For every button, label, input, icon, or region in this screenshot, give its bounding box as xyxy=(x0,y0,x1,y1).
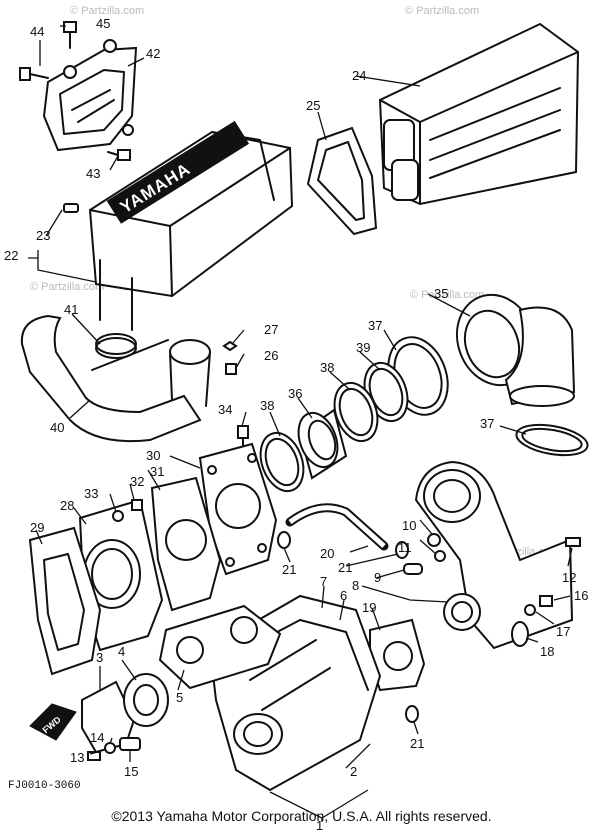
callout-1: 1 xyxy=(316,818,323,833)
callout-28: 28 xyxy=(60,498,74,513)
part-outlet-elbow xyxy=(414,460,574,650)
washer-11 xyxy=(434,550,446,562)
clamp-38-lower xyxy=(259,431,305,493)
callout-21: 21 xyxy=(338,560,352,575)
fitting-15 xyxy=(119,737,141,751)
bolt-13 xyxy=(87,751,101,761)
callout-20: 20 xyxy=(320,546,334,561)
callout-35: 35 xyxy=(434,286,448,301)
bolt-32 xyxy=(131,499,143,511)
bolt-45 xyxy=(63,21,77,49)
washer-14 xyxy=(104,742,116,754)
part-gasket-25 xyxy=(306,126,378,236)
callout-3: 3 xyxy=(96,650,103,665)
callout-25: 25 xyxy=(306,98,320,113)
clamp-21-c xyxy=(405,705,419,723)
callout-12: 12 xyxy=(562,570,576,585)
callout-27: 27 xyxy=(264,322,278,337)
callout-2: 2 xyxy=(350,764,357,779)
nut-27 xyxy=(222,340,238,352)
callout-43: 43 xyxy=(86,166,100,181)
copyright-notice: ©2013 Yamaha Motor Corporation, U.S.A. A… xyxy=(111,808,492,824)
part-bracket-42 xyxy=(42,39,138,152)
watermark: © Partzilla.com xyxy=(30,281,104,293)
part-plate-30 xyxy=(198,442,278,576)
pipe-9 xyxy=(403,563,423,575)
part-silencer-22: YAMAHA xyxy=(88,120,294,331)
callout-33: 33 xyxy=(84,486,98,501)
part-gasket-29 xyxy=(28,526,102,676)
callout-21: 21 xyxy=(410,736,424,751)
joint-36 xyxy=(297,408,348,480)
callout-15: 15 xyxy=(124,764,138,779)
callout-19: 19 xyxy=(362,600,376,615)
bolt-12 xyxy=(565,537,581,547)
washer-33 xyxy=(112,510,124,522)
callout-6: 6 xyxy=(340,588,347,603)
callout-37: 37 xyxy=(368,318,382,333)
part-hose-40 xyxy=(20,314,211,443)
callout-11: 11 xyxy=(398,540,412,555)
callout-38: 38 xyxy=(320,360,334,375)
bolt-16 xyxy=(539,595,553,607)
part-muffler-24 xyxy=(378,22,580,206)
callout-16: 16 xyxy=(574,588,588,603)
callout-22: 22 xyxy=(4,248,18,263)
callout-7: 7 xyxy=(320,574,327,589)
callout-5: 5 xyxy=(176,690,183,705)
callout-4: 4 xyxy=(118,644,125,659)
callout-32: 32 xyxy=(130,474,144,489)
part-gasket-4 xyxy=(123,673,169,727)
bolt-43 xyxy=(107,149,131,161)
pin-23 xyxy=(63,203,79,213)
part-hose-20 xyxy=(285,503,389,551)
nut-10 xyxy=(427,533,441,547)
diagram-code: FJ0010-3060 xyxy=(8,780,81,792)
watermark: © Partzilla.com xyxy=(410,289,484,301)
callout-13: 13 xyxy=(70,750,84,765)
callout-26: 26 xyxy=(264,348,278,363)
callout-23: 23 xyxy=(36,228,50,243)
callout-9: 9 xyxy=(374,570,381,585)
watermark: © Partzilla.com xyxy=(405,5,479,17)
callout-40: 40 xyxy=(50,420,64,435)
callout-24: 24 xyxy=(352,68,366,83)
part-elbow-35 xyxy=(455,293,576,407)
callout-29: 29 xyxy=(30,520,44,535)
callout-42: 42 xyxy=(146,46,160,61)
washer-17 xyxy=(524,604,536,616)
callout-39: 39 xyxy=(356,340,370,355)
clamp-38-upper xyxy=(333,381,379,443)
callouts: 1 2 3 4 5 6 7 8 9 10 11 12 13 14 15 16 1… xyxy=(4,16,588,833)
callout-45: 45 xyxy=(96,16,110,31)
part-gasket-5 xyxy=(158,604,282,690)
callout-38: 38 xyxy=(260,398,274,413)
part-gasket-31 xyxy=(150,476,222,612)
callout-8: 8 xyxy=(352,578,359,593)
clamp-21-b xyxy=(395,541,409,559)
callout-10: 10 xyxy=(402,518,416,533)
callout-41: 41 xyxy=(64,302,78,317)
fitting-18 xyxy=(511,621,529,647)
bolt-44 xyxy=(19,67,49,81)
forward-arrow: FWD xyxy=(29,703,77,741)
callout-37: 37 xyxy=(480,416,494,431)
callout-36: 36 xyxy=(288,386,302,401)
callout-34: 34 xyxy=(218,402,232,417)
callout-18: 18 xyxy=(540,644,554,659)
callout-21: 21 xyxy=(282,562,296,577)
clamp-37-lower xyxy=(515,423,589,457)
clamp-41 xyxy=(95,333,137,359)
bolt-26 xyxy=(225,363,237,375)
leader-lines xyxy=(28,25,573,822)
clamp-21-a xyxy=(277,531,291,549)
callout-30: 30 xyxy=(146,448,160,463)
callout-31: 31 xyxy=(150,464,164,479)
callout-17: 17 xyxy=(556,624,570,639)
watermark: © Partzilla.com xyxy=(70,5,144,17)
callout-44: 44 xyxy=(30,24,44,39)
callout-14: 14 xyxy=(90,730,104,745)
